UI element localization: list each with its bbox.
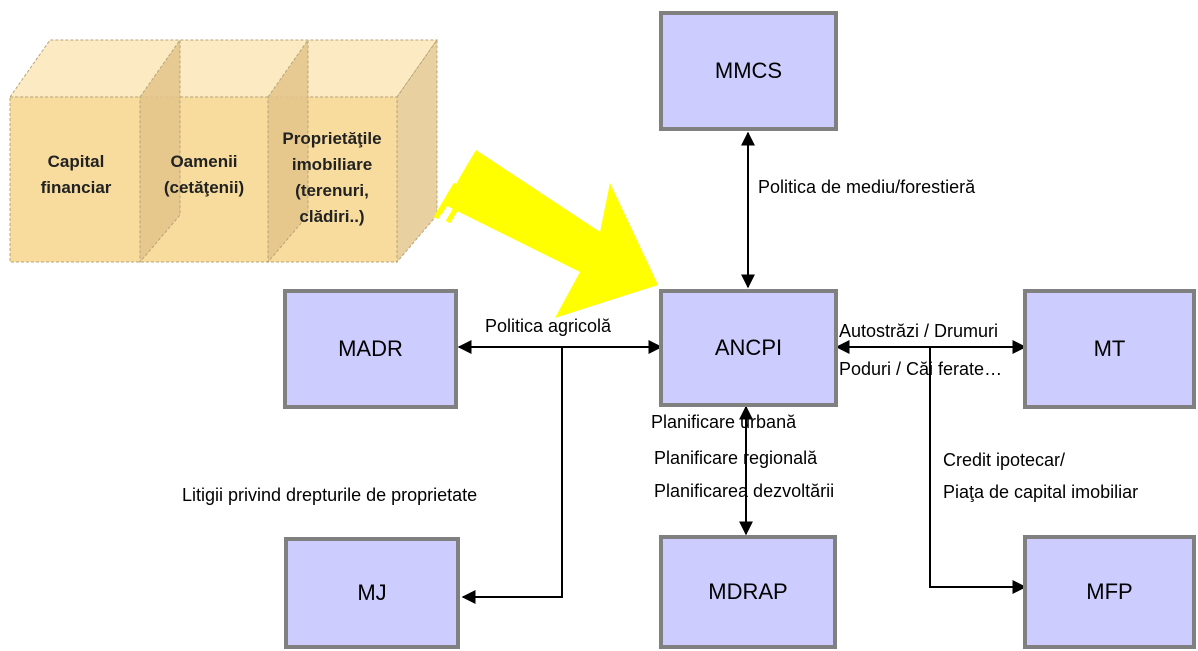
node-mfp: MFP bbox=[1023, 535, 1196, 649]
cube-top-face bbox=[9, 39, 438, 98]
cube-text: Proprietăţile bbox=[282, 129, 382, 148]
edge-label-autostrazi: Autostrăzi / Drumuri bbox=[839, 321, 999, 341]
cube-text: (terenuri, bbox=[295, 181, 369, 200]
edge-label-piata: Piaţa de capital imobiliar bbox=[943, 482, 1139, 502]
edge-label-agricola: Politica agricolă bbox=[485, 316, 612, 336]
cube-divider-2 bbox=[267, 38, 309, 264]
cube-label-oameni: Oamenii (cetăţenii) bbox=[145, 130, 263, 220]
cube-text: clădiri..) bbox=[299, 207, 365, 226]
yellow-arrow-stripe bbox=[445, 188, 470, 224]
edge-madr-mj bbox=[461, 347, 563, 604]
node-mt: MT bbox=[1023, 289, 1196, 409]
edge-label-credit: Credit ipotecar/ bbox=[943, 450, 1066, 470]
node-mdrap: MDRAP bbox=[659, 535, 837, 649]
cube-text: (cetăţenii) bbox=[163, 178, 245, 197]
big-yellow-arrow bbox=[433, 150, 658, 318]
edge-label-poduri: Poduri / Căi ferate… bbox=[839, 359, 1003, 379]
cube-text: financiar bbox=[40, 178, 112, 197]
cube-label-proprietati: Proprietăţile imobiliare (terenuri, clăd… bbox=[262, 108, 402, 248]
edge-label-mediu: Politica de mediu/forestieră bbox=[758, 177, 976, 197]
cube-text: Oamenii bbox=[170, 152, 238, 171]
yellow-arrow-stripe bbox=[433, 182, 459, 220]
cube-divider-1 bbox=[139, 38, 181, 264]
resource-cube bbox=[9, 38, 438, 264]
edge-ancpi-mfp bbox=[929, 347, 1027, 594]
edge-label-dezvoltare: Planificarea dezvoltării bbox=[654, 481, 835, 501]
yellow-arrow-stripe bbox=[439, 177, 464, 214]
node-ancpi: ANCPI bbox=[659, 289, 838, 407]
node-mj: MJ bbox=[284, 537, 460, 649]
cube-label-capital: Capital financiar bbox=[20, 130, 132, 220]
yellow-arrow-body bbox=[445, 150, 658, 318]
cube-text: Capital bbox=[47, 152, 105, 171]
edge-label-litigii: Litigii privind drepturile de proprietat… bbox=[182, 485, 478, 505]
node-mmcs: MMCS bbox=[659, 11, 838, 131]
edge-label-urbana: Planificare urbană bbox=[651, 412, 797, 432]
cube-text: imobiliare bbox=[291, 155, 373, 174]
node-madr: MADR bbox=[283, 289, 458, 409]
edge-label-regionala: Planificare regională bbox=[654, 448, 818, 468]
